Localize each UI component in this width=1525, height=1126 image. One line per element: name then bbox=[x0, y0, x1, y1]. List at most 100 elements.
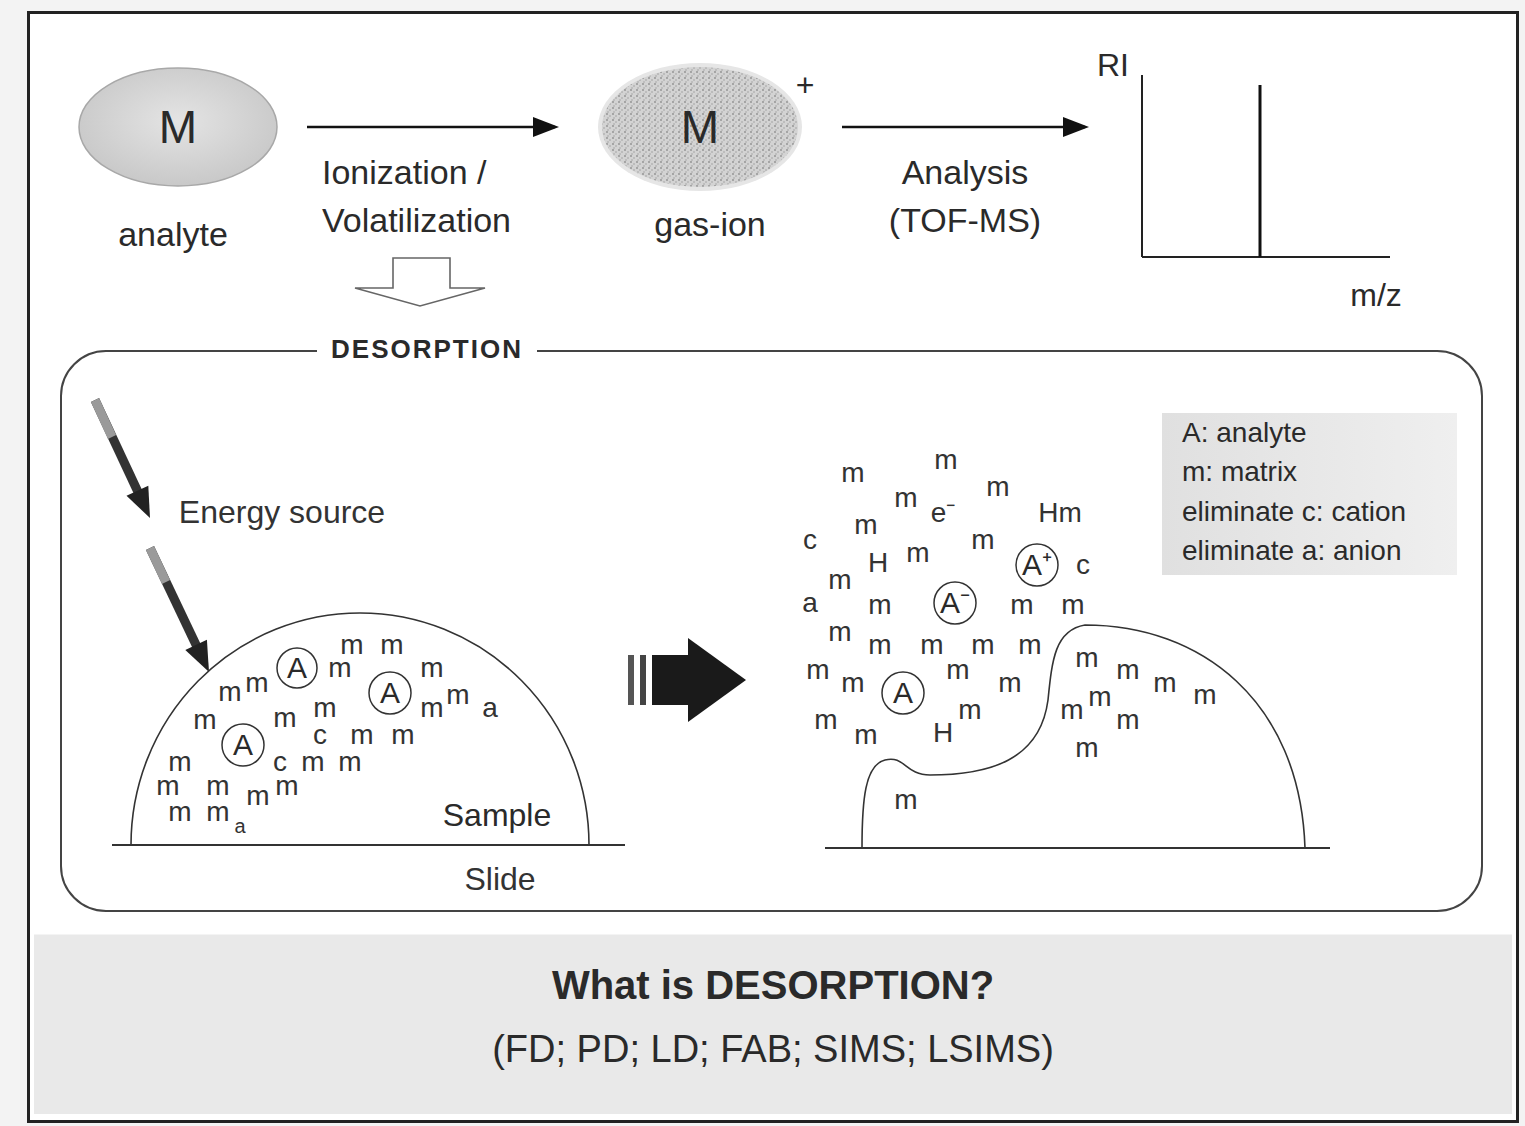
molecule-symbol: M bbox=[159, 101, 197, 154]
species-letter: m bbox=[814, 705, 837, 734]
species-letter: H bbox=[933, 718, 953, 747]
species-letter: m bbox=[998, 668, 1021, 697]
analyte-symbol: A bbox=[380, 676, 400, 711]
legend-entry: eliminate a: anion bbox=[1182, 535, 1401, 567]
analyte-symbol: A bbox=[287, 651, 307, 686]
process-arrow-stripe bbox=[640, 655, 646, 705]
species-letter: m bbox=[971, 630, 994, 659]
energy-arrow-tail bbox=[95, 400, 112, 437]
sample-label: Sample bbox=[443, 797, 552, 834]
species-letter: a bbox=[234, 816, 245, 837]
anion-circle: A⁻ bbox=[933, 581, 977, 625]
ellipse-outline bbox=[79, 68, 277, 186]
slide-line bbox=[825, 847, 1330, 849]
molecule-symbol: M bbox=[681, 101, 719, 154]
species-letter: m bbox=[275, 771, 298, 800]
process-arrow-stripe bbox=[628, 655, 634, 705]
edge-label: Ionization / Volatilization bbox=[322, 148, 572, 244]
species-letter: a bbox=[802, 588, 818, 617]
circle-outline bbox=[369, 672, 411, 714]
slide-line bbox=[112, 844, 625, 846]
species-letter: m bbox=[1075, 643, 1098, 672]
spectrum-peak bbox=[1259, 85, 1262, 257]
species-letter: m bbox=[313, 693, 336, 722]
legend-entry: eliminate c: cation bbox=[1182, 496, 1406, 528]
part-label: Slide bbox=[464, 863, 535, 897]
mass-spectrum: RIm/z bbox=[1100, 40, 1420, 310]
band-shape bbox=[34, 932, 1512, 1114]
gas-ion-ellipse: M+gas-ion bbox=[600, 65, 800, 189]
x-axis bbox=[1142, 256, 1390, 258]
species-letter: m bbox=[1075, 733, 1098, 762]
circle-outline bbox=[1016, 544, 1058, 586]
ellipse-stipple bbox=[602, 67, 798, 187]
axis-label: RI bbox=[1097, 47, 1129, 84]
circle-outline bbox=[934, 582, 976, 624]
circle-outline bbox=[277, 648, 317, 688]
circle-outline bbox=[882, 672, 924, 714]
species-letter: a bbox=[482, 693, 498, 722]
energy-arrow-head bbox=[185, 640, 209, 672]
species-letter: m bbox=[828, 565, 851, 594]
species-letter: m bbox=[1088, 682, 1111, 711]
species-letter: m bbox=[868, 590, 891, 619]
charge-sign: + bbox=[796, 67, 815, 104]
cation-circle: A⁺ bbox=[1015, 543, 1059, 587]
species-letter: m bbox=[156, 771, 179, 800]
ion-symbol: A⁻ bbox=[940, 586, 970, 621]
node-caption: gas-ion bbox=[654, 205, 766, 244]
species-letter: c bbox=[803, 525, 817, 554]
species-letter: c bbox=[1076, 550, 1090, 579]
analyte-circle: A bbox=[881, 671, 925, 715]
species-letter: e⁻ bbox=[931, 498, 956, 527]
species-letter: m bbox=[218, 677, 241, 706]
panel-outline bbox=[61, 351, 1482, 911]
energy-arrow-shaft bbox=[95, 400, 138, 492]
species-letter: H bbox=[868, 548, 888, 577]
axes-shape bbox=[1100, 40, 1420, 310]
species-letter: m bbox=[854, 720, 877, 749]
species-letter: m bbox=[350, 720, 373, 749]
species-letter: m bbox=[934, 445, 957, 474]
analyte-circle: A bbox=[221, 723, 265, 767]
energy-arrow-tail bbox=[150, 548, 166, 582]
caption-title: What is DESORPTION? bbox=[552, 962, 994, 1008]
process-arrow-head bbox=[688, 638, 746, 722]
species-letter: m bbox=[245, 668, 268, 697]
species-letter: m bbox=[806, 655, 829, 684]
caption-band: What is DESORPTION? (FD; PD; LD; FAB; SIM… bbox=[34, 932, 1512, 1114]
analyte-ellipse: Manalyte bbox=[78, 67, 278, 187]
band-ground bbox=[34, 932, 1512, 1114]
species-letter: Hm bbox=[1038, 498, 1082, 527]
analyte-circle: A bbox=[368, 671, 412, 715]
circle-outline bbox=[222, 724, 264, 766]
legend-box: A: analytem: matrixeliminate c: cationel… bbox=[1162, 413, 1457, 575]
species-letter: m bbox=[958, 695, 981, 724]
hollow-down-arrow bbox=[355, 258, 485, 306]
species-letter: m bbox=[906, 538, 929, 567]
species-letter: m bbox=[1116, 705, 1139, 734]
species-letter: m bbox=[894, 483, 917, 512]
species-letter: m bbox=[868, 630, 891, 659]
species-letter: m bbox=[854, 510, 877, 539]
species-letter: m bbox=[206, 797, 229, 826]
species-letter: m bbox=[894, 785, 917, 814]
node-caption: analyte bbox=[118, 215, 228, 254]
species-letter: m bbox=[391, 720, 414, 749]
panel-heading: DESORPTION bbox=[317, 335, 537, 365]
energy-arrow-head bbox=[127, 486, 151, 518]
species-letter: m bbox=[1061, 590, 1084, 619]
species-letter: m bbox=[301, 747, 324, 776]
species-letter: m bbox=[971, 525, 994, 554]
analyte-symbol: A bbox=[233, 728, 253, 763]
species-letter: m bbox=[841, 668, 864, 697]
legend-entry: m: matrix bbox=[1182, 456, 1297, 488]
band-rule bbox=[34, 932, 1512, 935]
caption-subtitle: (FD; PD; LD; FAB; SIMS; LSIMS) bbox=[492, 1028, 1054, 1072]
species-letter: m bbox=[1193, 680, 1216, 709]
ablated-sample-outline bbox=[862, 625, 1305, 848]
species-letter: m bbox=[328, 653, 351, 682]
ellipse-glow bbox=[598, 63, 802, 191]
species-letter: m bbox=[420, 653, 443, 682]
species-letter: m bbox=[446, 680, 469, 709]
